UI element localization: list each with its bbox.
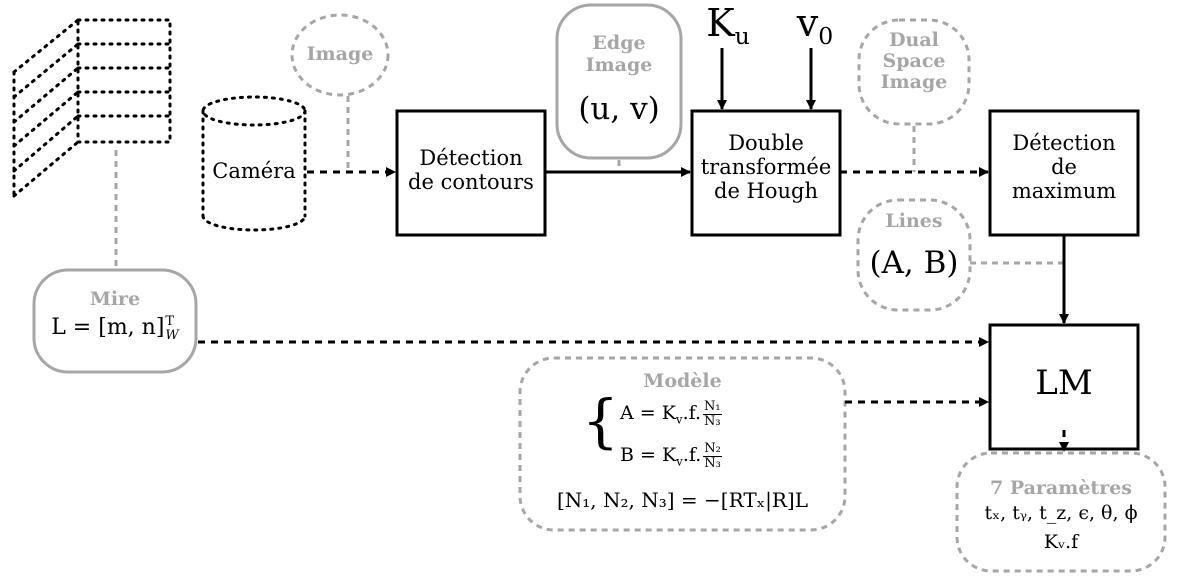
model-brace: { bbox=[582, 387, 619, 455]
v0-label: v0 bbox=[796, 1, 834, 51]
ku-label: Ku bbox=[706, 1, 750, 51]
dual-space-bubble bbox=[857, 18, 971, 126]
contour-detection-box bbox=[395, 109, 547, 237]
dual-space-label: Dual Space Image bbox=[880, 29, 948, 93]
params-bubble bbox=[955, 451, 1167, 573]
camera-cylinder bbox=[201, 95, 307, 232]
edge-image-vars: (u, v) bbox=[578, 91, 660, 127]
params-title: 7 Paramètres bbox=[989, 477, 1132, 499]
calibration-target-icon bbox=[12, 18, 172, 198]
model-title: Modèle bbox=[643, 370, 722, 392]
model-eq-bottom: [N₁, N₂, N₃] = −[RTₓ|R]L bbox=[556, 488, 809, 512]
hough-label: Double transformée de Hough bbox=[700, 131, 832, 204]
lines-title: Lines bbox=[885, 210, 943, 232]
edge-image-title: Edge Image bbox=[585, 32, 653, 76]
params-line1: tₓ, tᵧ, t_z, ϵ, θ, ϕ bbox=[984, 502, 1138, 524]
model-bubble bbox=[518, 356, 847, 532]
mire-bubble bbox=[32, 268, 198, 374]
camera-label: Caméra bbox=[205, 159, 303, 184]
mire-title: Mire bbox=[89, 288, 141, 310]
lm-label: LM bbox=[1035, 363, 1093, 403]
image-bubble bbox=[290, 13, 390, 97]
hough-box bbox=[690, 109, 842, 237]
image-label: Image bbox=[306, 43, 374, 65]
lines-vars: (A, B) bbox=[869, 245, 959, 281]
contour-detection-label: Détection de contours bbox=[408, 146, 534, 195]
lines-bubble bbox=[856, 198, 972, 312]
max-detection-label: Détection de maximum bbox=[1011, 131, 1117, 204]
params-line2: Kᵥ.f bbox=[1043, 531, 1079, 553]
edge-image-bubble bbox=[555, 3, 683, 160]
